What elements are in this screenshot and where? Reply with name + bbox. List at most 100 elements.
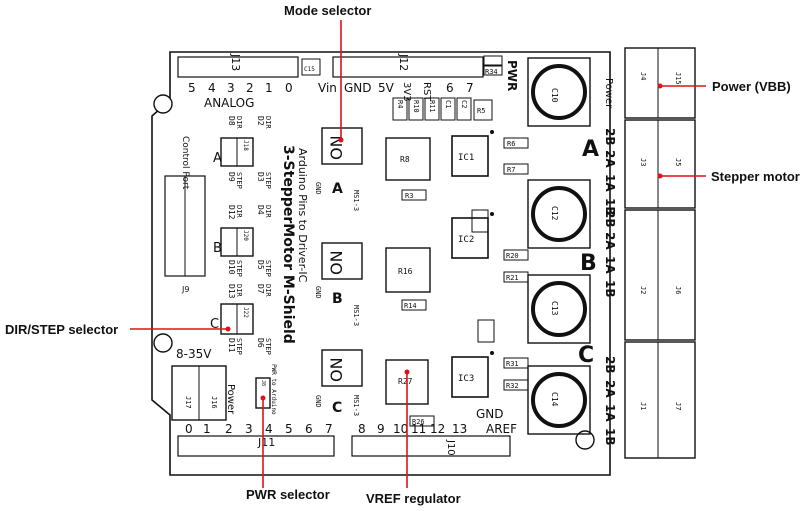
j4-label: J4	[639, 72, 647, 80]
pin-1: 1	[203, 422, 211, 436]
cap-c14: C14	[527, 365, 591, 435]
c15-label: C15	[304, 66, 315, 73]
step-label: STEP	[235, 338, 243, 355]
pin-1a: 1A	[603, 256, 617, 274]
r10-label: R10	[412, 100, 420, 113]
j13-label: J13	[229, 53, 242, 71]
analog-pins: 5 4 3 2 1 0	[188, 81, 293, 95]
c10-label: C10	[550, 88, 559, 103]
gnd-bottom: GND	[476, 407, 504, 421]
pin-2b: 2B	[603, 356, 617, 374]
j12-header	[332, 56, 484, 78]
pin-3: 3	[245, 422, 253, 436]
r16-label: R16	[398, 267, 413, 276]
step-label: STEP	[235, 260, 243, 277]
step-label: STEP	[235, 172, 243, 189]
mode-switch-b[interactable]: ON	[321, 242, 363, 280]
ms-c: MS1-3	[352, 395, 360, 416]
pin-10: 10	[393, 422, 408, 436]
dir-step-block-c[interactable]: J22	[220, 303, 254, 335]
r8-block	[385, 137, 431, 181]
dir-label: DIR	[235, 284, 243, 297]
r4-label: R4	[396, 100, 404, 108]
c12-label: C12	[550, 206, 559, 221]
digital-pins-left: 0 1 2 3 4 5 6 7	[185, 422, 333, 436]
pwr-selector-callout: PWR selector	[246, 487, 330, 502]
step-label: STEP	[264, 338, 272, 355]
dir-step-selector-callout: DIR/STEP selector	[5, 322, 118, 337]
j11-header	[177, 435, 335, 457]
power-jack-j16-j17[interactable]: J17 J16	[171, 365, 227, 421]
d11-label: D11	[227, 338, 236, 353]
channel-c-port: C	[210, 317, 219, 332]
pwr-label: PWR	[505, 60, 519, 91]
r34-pad	[483, 65, 503, 76]
pin-0: 0	[185, 422, 193, 436]
j2-label: J2	[639, 286, 647, 294]
r8-label: R8	[400, 155, 410, 164]
3v3-label: 3V3	[401, 82, 412, 102]
ic2-label: IC2	[458, 235, 474, 245]
j12-label: J12	[397, 53, 410, 71]
pwr-to-arduino-label: PWR to Arduino	[270, 364, 277, 415]
dir-label: DIR	[264, 205, 272, 218]
cap-c13: C13	[527, 274, 591, 344]
dir-label: DIR	[235, 205, 243, 218]
j15-label: J15	[674, 72, 682, 85]
power-label-bottom: Power	[225, 384, 236, 415]
j9-label: J9	[181, 285, 189, 294]
d3-label: D3	[256, 172, 265, 182]
pin-9: 9	[377, 422, 385, 436]
stepper-motor-callout: Stepper motor	[711, 169, 800, 184]
dir-step-block-a: J18	[220, 137, 254, 167]
r19-label: R21	[506, 274, 519, 282]
j10-label: J10	[445, 439, 456, 456]
pin-2a: 2A	[603, 232, 617, 250]
terminal-j3-j5[interactable]: J3 J5	[624, 119, 696, 209]
switch-c-letter: C	[332, 400, 342, 416]
j13-header	[177, 56, 299, 78]
digital-pins-right: 8 9 10 11 12 13	[358, 422, 467, 436]
pin-1b: 1B	[603, 428, 617, 446]
d10-label: D10	[227, 260, 236, 275]
j8-label: J8	[260, 380, 266, 386]
pin-1b: 1B	[603, 280, 617, 298]
analog-pin-3: 3	[227, 81, 235, 95]
mount-hole	[575, 430, 595, 450]
r25-label: R26	[412, 418, 425, 426]
terminal-j2-j6[interactable]: J2 J6	[624, 209, 696, 341]
dir-step-block-b: J20	[220, 227, 254, 257]
j22-label: J22	[242, 307, 249, 318]
j1-label: J1	[639, 402, 647, 410]
d4-label: D4	[256, 205, 265, 215]
terminal-j4-j15[interactable]: J4 J15	[624, 47, 696, 119]
d13-label: D13	[227, 284, 236, 299]
vin-label: Vin	[318, 81, 337, 95]
pwr-selector-jumper[interactable]: J8	[255, 377, 271, 409]
switch-on-label: ON	[327, 357, 346, 382]
motor-pin-labels: 2B 2A 1A 1B 2B 2A 1A 1B 2B 2A 1A 1B	[603, 128, 617, 446]
terminal-j1-j7[interactable]: J1 J7	[624, 341, 696, 459]
d5-label: D5	[256, 260, 265, 270]
analog-label: ANALOG	[204, 96, 254, 110]
mode-switch-c[interactable]: ON	[321, 349, 363, 387]
mount-hole	[153, 94, 173, 114]
r14-label: R14	[404, 302, 417, 310]
j16-label: J16	[210, 396, 218, 409]
ms-a: MS1-3	[352, 190, 360, 211]
analog-pin-1: 1	[265, 81, 273, 95]
step-label: STEP	[264, 172, 272, 189]
d6-label: D6	[256, 338, 265, 348]
pwr-led	[483, 55, 503, 66]
power-vbb-callout: Power (VBB)	[712, 79, 791, 94]
d12-label: D12	[227, 205, 236, 220]
board-subtitle: Arduino Pins to Driver-IC	[296, 148, 309, 283]
pin-2: 2	[225, 422, 233, 436]
c14-label: C14	[550, 392, 559, 407]
callout-lines	[130, 20, 706, 488]
ic3: IC3	[451, 351, 494, 398]
channel-a-big: A	[582, 137, 599, 162]
rst-label: RST	[421, 82, 432, 102]
pin-1a: 1A	[603, 404, 617, 422]
ic1-label: IC1	[458, 153, 474, 163]
